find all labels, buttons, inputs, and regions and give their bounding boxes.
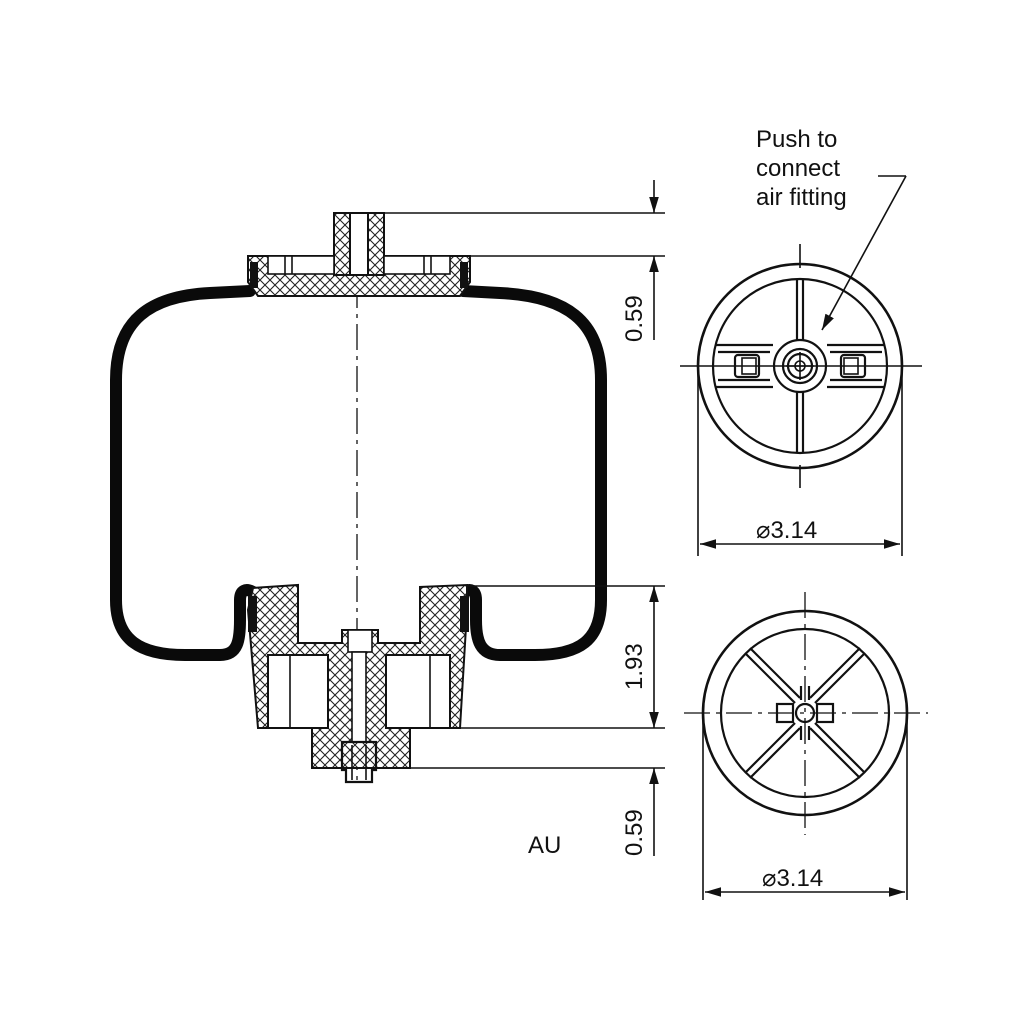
dimension-body-height: 1.93	[621, 586, 659, 728]
bottom-plan-view: ⌀3.14	[684, 592, 928, 900]
body-height-label: 1.93	[621, 643, 648, 690]
model-label: AU	[528, 832, 561, 859]
top-height-label: 0.59	[621, 295, 648, 342]
annotation-line-3: air fitting	[756, 184, 847, 211]
annotation-line-1: Push to	[756, 126, 837, 153]
annotation-line-2: connect	[756, 155, 840, 182]
top-diameter-label: ⌀3.14	[756, 517, 817, 544]
air-fitting-annotation: Push to connect air fitting	[756, 126, 907, 331]
top-plan-view: ⌀3.14	[680, 244, 922, 556]
bellows-rubber	[110, 285, 607, 661]
dimension-top-height: 0.59	[621, 180, 659, 342]
bottom-diameter-label: ⌀3.14	[762, 865, 823, 892]
dimension-bottom-height: 0.59	[621, 768, 659, 856]
bottom-height-label: 0.59	[621, 809, 648, 856]
side-section-view	[110, 212, 665, 784]
